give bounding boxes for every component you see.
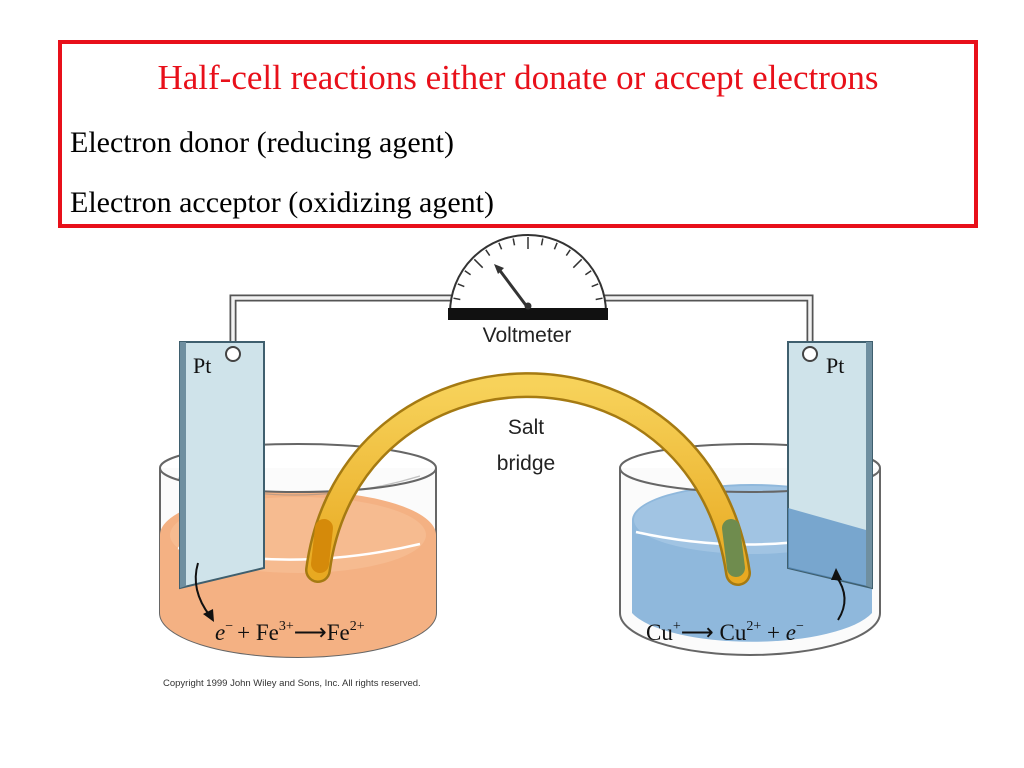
wire-left [229, 294, 452, 346]
slide-title: Half-cell reactions either donate or acc… [157, 58, 879, 97]
voltmeter-tick [584, 270, 592, 276]
iron-iii-charge: 3+ [279, 619, 294, 634]
voltmeter-tick [498, 242, 503, 250]
right-reaction: Cu+⟶ Cu2+ + e− [646, 619, 804, 645]
iron-ii-symbol: Fe [327, 620, 350, 645]
iron-iii-symbol: + Fe [237, 620, 279, 645]
reaction-arrow-right: ⟶ [681, 620, 714, 645]
wire-right [603, 294, 814, 346]
right-electrode [787, 341, 873, 590]
voltmeter-needle [496, 267, 530, 309]
voltmeter-tick [540, 238, 544, 246]
copper-ii-symbol: Cu [714, 620, 747, 645]
voltmeter-tick [464, 270, 472, 276]
voltmeter [448, 234, 608, 320]
title-box: Half-cell reactions either donate or acc… [58, 40, 978, 228]
voltmeter-label: Voltmeter [483, 324, 572, 347]
voltmeter-tick [591, 283, 599, 288]
voltmeter-tick [553, 242, 558, 250]
voltmeter-tick [565, 249, 571, 257]
electron-symbol-right: e [786, 620, 796, 645]
salt-bridge-label-1: Salt [508, 416, 544, 439]
electrochemical-cell-figure: Voltmeter Pt [0, 228, 1024, 768]
left-reaction: e−+ Fe3+⟶Fe2+ [215, 619, 365, 645]
right-terminal [802, 346, 818, 362]
voltmeter-tick [595, 297, 603, 301]
copyright-text: Copyright 1999 John Wiley and Sons, Inc.… [163, 678, 421, 689]
voltmeter-tick [473, 258, 484, 269]
voltmeter-tick [485, 249, 491, 257]
reaction-arrow-left: ⟶ [294, 620, 327, 645]
voltmeter-tick [572, 258, 583, 269]
electron-symbol: e [215, 620, 225, 645]
copper-i-symbol: Cu [646, 620, 673, 645]
left-terminal [225, 346, 241, 362]
left-electron-arrow [194, 562, 214, 622]
voltmeter-base [448, 308, 608, 320]
electron-charge: − [225, 619, 233, 634]
voltmeter-tick [457, 283, 465, 288]
right-electrode-label: Pt [826, 353, 844, 378]
copper-i-charge: + [673, 619, 681, 634]
iron-ii-charge: 2+ [350, 619, 365, 634]
electron-acceptor-text: Electron acceptor (oxidizing agent) [70, 186, 494, 219]
salt-bridge [305, 372, 751, 586]
right-electron-arrow [831, 568, 846, 621]
voltmeter-tick [512, 238, 516, 246]
left-electrode [179, 341, 265, 590]
copper-ii-charge: 2+ [746, 619, 761, 634]
voltmeter-tick [453, 297, 461, 301]
electron-charge-right: − [796, 619, 804, 634]
electron-donor-text: Electron donor (reducing agent) [70, 126, 455, 159]
salt-bridge-label-2: bridge [497, 452, 555, 475]
plus-sign: + [761, 620, 785, 645]
left-electrode-label: Pt [193, 353, 211, 378]
cell-diagram: Voltmeter Pt [159, 234, 881, 689]
